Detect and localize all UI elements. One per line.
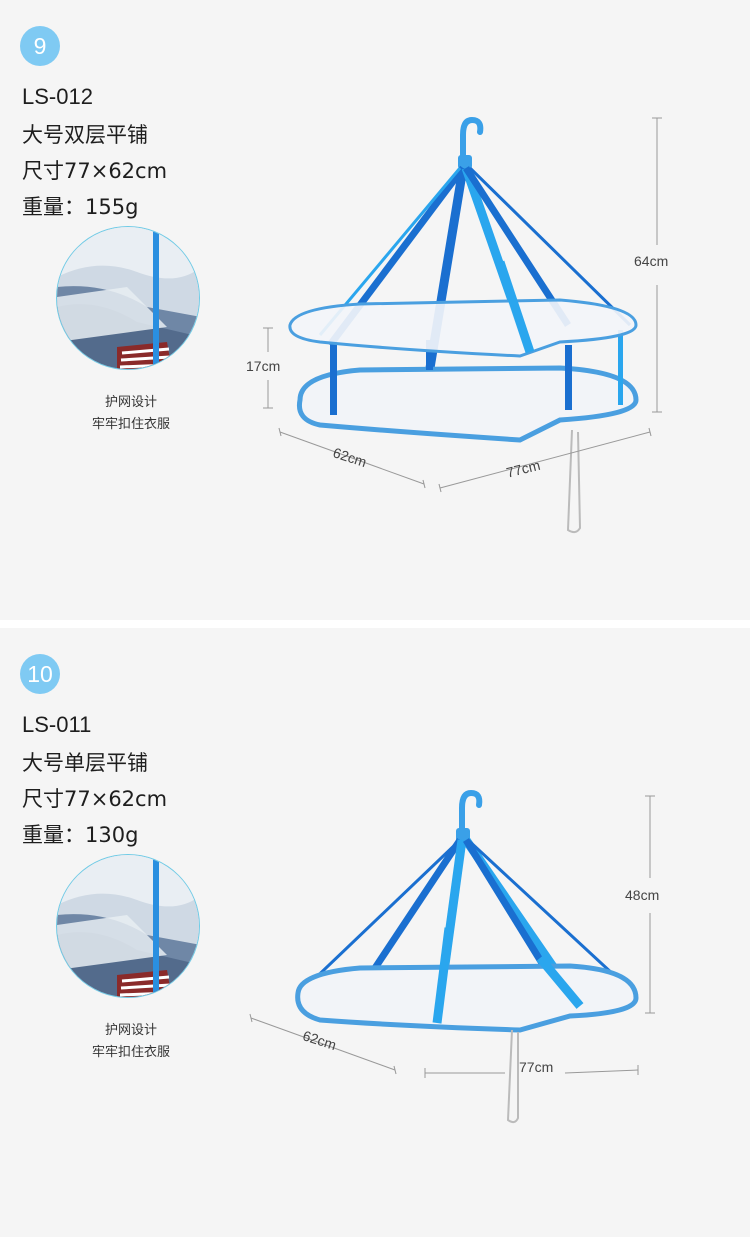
caption-line-2: 牢牢扣住衣服 [91,1045,170,1060]
dim-width-label: 77cm [519,1059,553,1075]
single-layer-drying-rack-illustration: 48cm 62cm 77cm [249,789,659,1124]
product-weight: 重量：130g [22,823,139,847]
product-number-badge: 10 [20,654,60,694]
product-name: 大号单层平铺 [22,751,148,775]
mesh-detail-image [56,226,200,370]
product-model: LS-012 [22,84,93,109]
product-name: 大号双层平铺 [22,123,148,147]
mesh-detail-image [56,854,200,998]
dim-height-label: 64cm [634,253,668,269]
double-layer-drying-rack-illustration: 64cm 17cm 62cm 77cm [246,116,668,534]
product-weight: 重量：155g [22,195,139,219]
caption-line-1: 护网设计 [104,395,157,410]
product-number-badge: 9 [20,26,60,66]
product-panel-ls-011: 10 LS-011 大号单层平铺 尺寸77×62cm 重量：130g 护网设计 … [0,628,750,1237]
dim-tier-gap-label: 17cm [246,358,280,374]
dim-depth-label: 62cm [301,1027,339,1053]
product-panel-ls-012: 9 LS-012 大号双层平铺 尺寸77×62cm 重量：155g 护网设计 牢… [20,26,669,534]
product-size: 尺寸77×62cm [22,787,168,811]
dim-width-label: 77cm [505,457,542,481]
caption-line-2: 牢牢扣住衣服 [91,417,170,432]
product-size: 尺寸77×62cm [22,159,168,183]
dim-depth-label: 62cm [331,444,369,470]
product-model: LS-011 [22,712,92,737]
caption-line-1: 护网设计 [104,1023,157,1038]
dim-height-label: 48cm [625,887,659,903]
